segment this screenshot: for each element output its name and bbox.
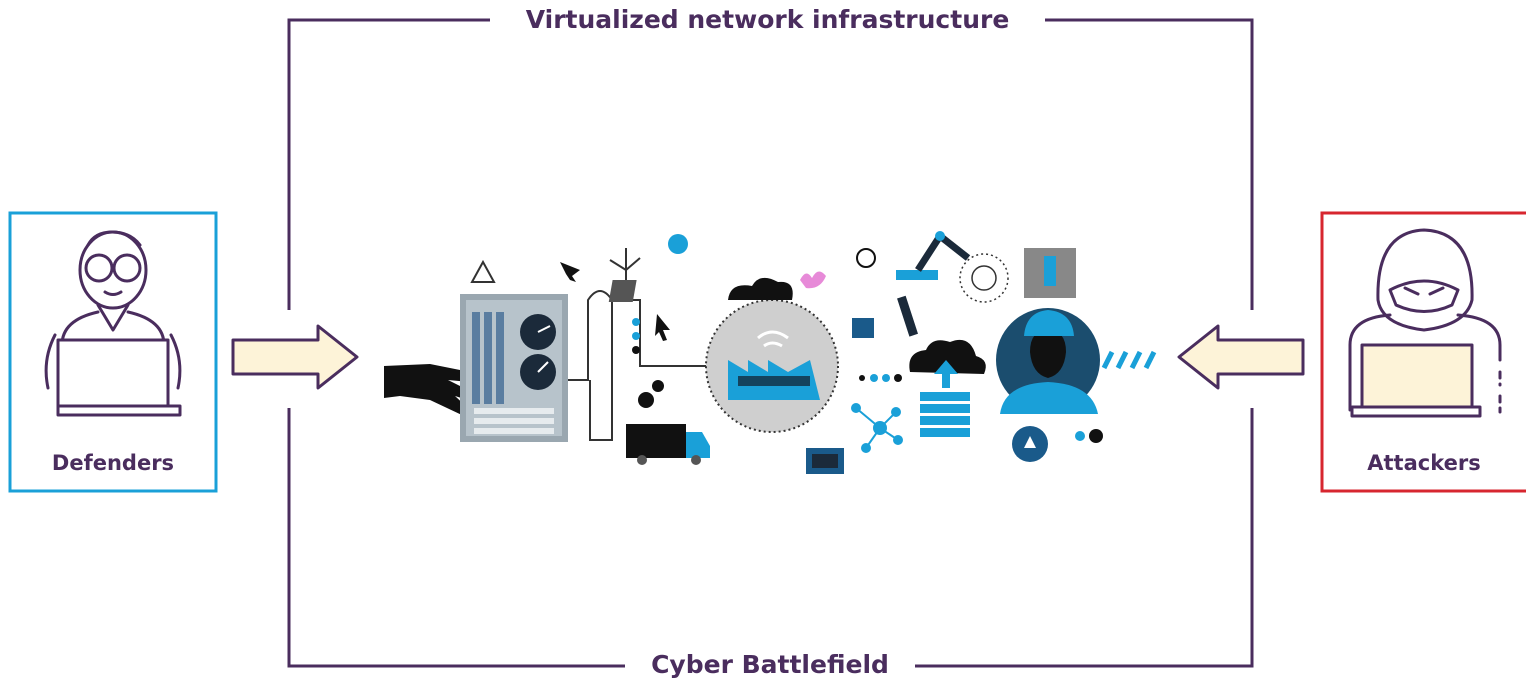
attackers-box (1320, 211, 1526, 493)
diagram-title-top: Virtualized network infrastructure (490, 4, 1045, 36)
defenders-box (8, 211, 218, 493)
diagram-title-bottom: Cyber Battlefield (625, 648, 915, 682)
network-graph-icon (851, 403, 903, 453)
hand-icon (384, 364, 478, 416)
factory-icon (705, 277, 839, 433)
attackers-label: Attackers (1367, 451, 1481, 475)
truck-icon (626, 424, 710, 465)
airplane-icon (560, 262, 580, 282)
solar-panel-icon (608, 280, 637, 302)
infrastructure-frame (287, 18, 1254, 668)
attackers-arrow (1177, 324, 1305, 390)
test-tube-icon (897, 295, 918, 337)
defenders-label: Defenders (51, 451, 175, 475)
defenders-arrow (231, 324, 359, 390)
globe-icon (856, 248, 876, 268)
robot-arm-icon (896, 231, 1009, 303)
warning-icon (470, 259, 496, 283)
sun-icon (668, 234, 688, 254)
network-infrastructure-illustration (384, 231, 1157, 474)
cursor-icon (655, 314, 670, 341)
signal-slashes-icon (1101, 350, 1157, 370)
worker-icon (996, 308, 1100, 462)
gears-icon (638, 392, 654, 408)
control-panel-icon (460, 294, 568, 442)
house-icon (852, 318, 874, 338)
attacker-hooded-icon (1348, 228, 1502, 418)
cloud-server-icon (909, 339, 986, 437)
defender-person-icon (44, 230, 182, 417)
